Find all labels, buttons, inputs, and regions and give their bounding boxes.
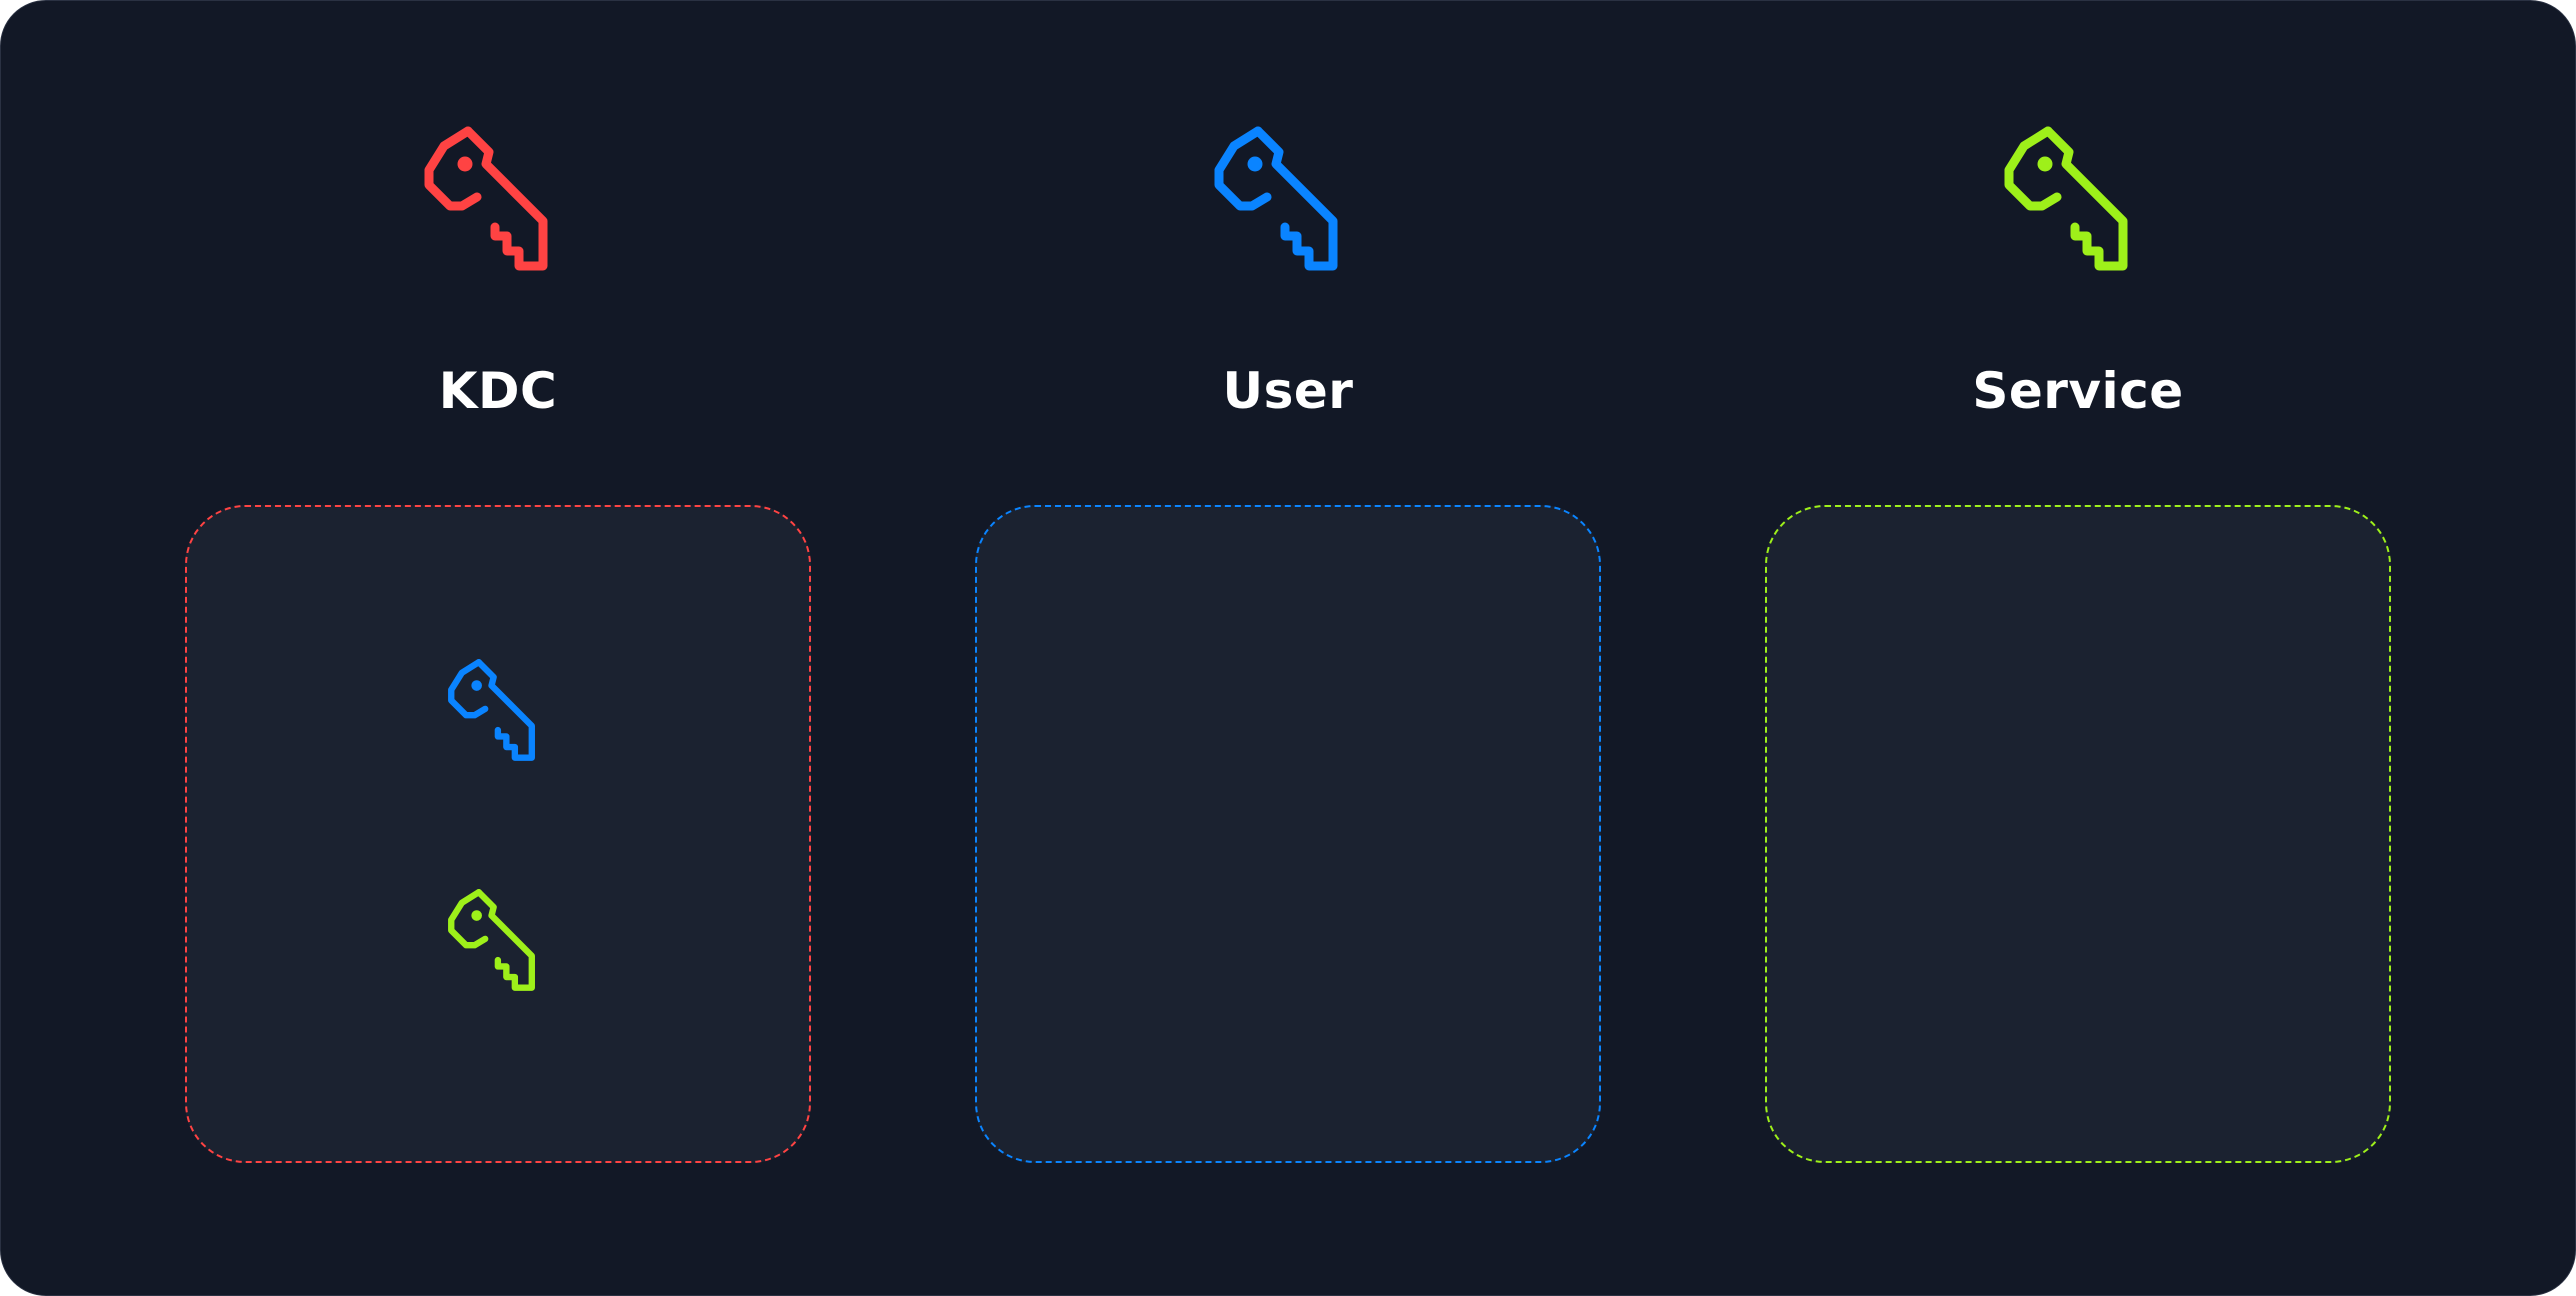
service-key-store — [1765, 505, 2391, 1163]
kdc-key-icon — [423, 125, 573, 275]
user-label: User — [1222, 362, 1354, 420]
user-column: User — [975, 1, 1601, 1295]
kdc-label: KDC — [438, 362, 558, 420]
user-key-store — [975, 505, 1601, 1163]
service-column: Service — [1765, 1, 2391, 1295]
user-key-icon — [447, 658, 553, 764]
service-label: Service — [1972, 362, 2184, 420]
user-key-icon — [1213, 125, 1363, 275]
kdc-key-store — [185, 505, 811, 1163]
kdc-column: KDC — [185, 1, 811, 1295]
service-key-icon — [447, 888, 553, 994]
service-key-icon — [2003, 125, 2153, 275]
